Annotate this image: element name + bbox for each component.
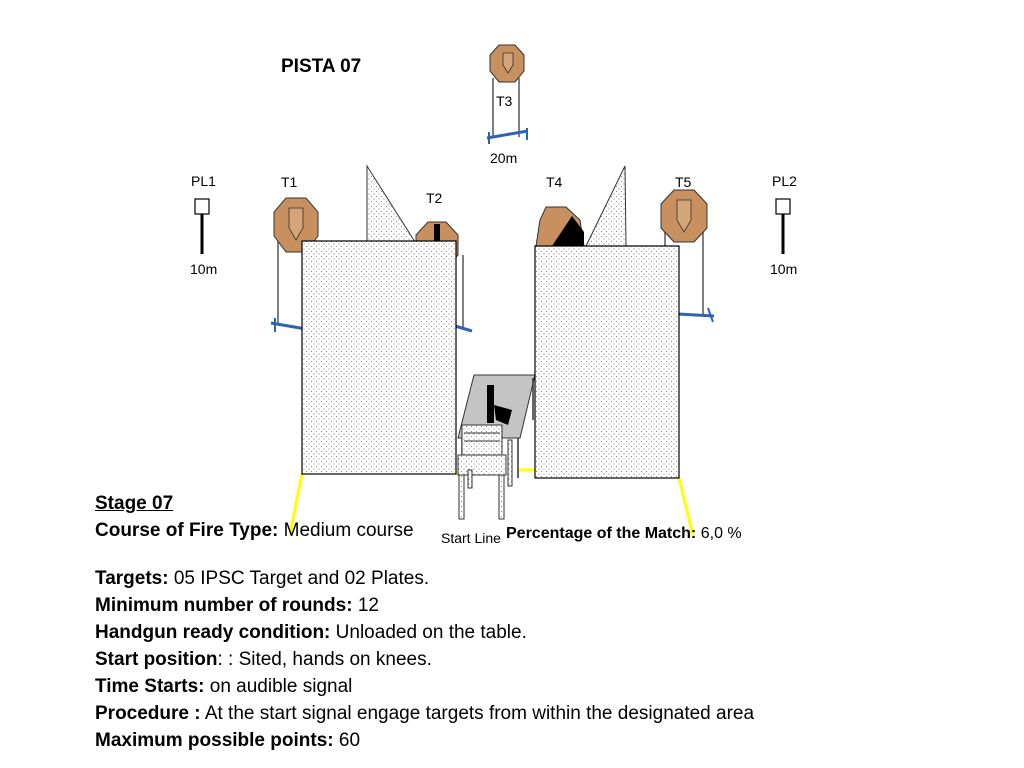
stage-briefing: Stage 07 Course of Fire Type: Medium cou… bbox=[95, 490, 975, 754]
chair bbox=[457, 424, 513, 520]
time-row: Time Starts: on audible signal bbox=[95, 673, 975, 700]
time-label: Time Starts: bbox=[95, 676, 205, 697]
t3-label: T3 bbox=[496, 93, 513, 109]
time-value: on audible signal bbox=[209, 676, 353, 697]
t1-label: T1 bbox=[281, 174, 298, 190]
percentage-value: 6,0 % bbox=[701, 525, 742, 542]
pl2-label: PL2 bbox=[772, 173, 797, 189]
rounds-value: 12 bbox=[357, 595, 379, 616]
right-wall bbox=[534, 245, 680, 479]
target-t3 bbox=[486, 44, 529, 144]
targets-value: 05 IPSC Target and 02 Plates. bbox=[173, 568, 430, 589]
course-label: Course of Fire Type: bbox=[95, 520, 279, 541]
target-t4 bbox=[535, 206, 585, 247]
target-t1 bbox=[270, 197, 319, 332]
t2-label: T2 bbox=[426, 190, 443, 206]
ready-label: Handgun ready condition: bbox=[95, 622, 331, 643]
start-line-label: Start Line bbox=[441, 530, 501, 546]
ready-row: Handgun ready condition: Unloaded on the… bbox=[95, 619, 975, 646]
points-row: Maximum possible points: 60 bbox=[95, 727, 975, 754]
targets-row: Targets: 05 IPSC Target and 02 Plates. bbox=[95, 565, 975, 592]
t4-label: T4 bbox=[546, 174, 563, 190]
targets-label: Targets: bbox=[95, 568, 169, 589]
pl1-label: PL1 bbox=[191, 173, 216, 189]
rounds-row: Minimum number of rounds: 12 bbox=[95, 592, 975, 619]
stage-title: PISTA 07 bbox=[281, 56, 361, 77]
plate-pl2 bbox=[775, 198, 791, 254]
handgun-icon bbox=[487, 385, 512, 425]
percentage-label: Percentage of the Match: bbox=[506, 525, 696, 542]
plate-pl1 bbox=[194, 198, 210, 254]
course-row: Course of Fire Type: Medium course bbox=[95, 517, 975, 544]
stage-diagram: PISTA 07 T3 20m T1 T2 T4 bbox=[190, 44, 797, 546]
gun-table bbox=[457, 374, 536, 478]
pl2-distance: 10m bbox=[770, 261, 797, 277]
course-value: Medium course bbox=[283, 520, 414, 541]
procedure-label: Procedure : bbox=[95, 703, 201, 724]
right-triangle-wall bbox=[585, 165, 627, 247]
start-label: Start position bbox=[95, 649, 218, 670]
points-label: Maximum possible points: bbox=[95, 730, 334, 751]
start-value: : : Sited, hands on knees. bbox=[217, 649, 432, 670]
left-triangle-wall bbox=[366, 164, 416, 243]
t3-distance: 20m bbox=[490, 150, 517, 166]
procedure-row: Procedure : At the start signal engage t… bbox=[95, 700, 975, 727]
rounds-label: Minimum number of rounds: bbox=[95, 595, 353, 616]
t5-label: T5 bbox=[675, 174, 692, 190]
target-t5 bbox=[660, 189, 715, 323]
points-value: 60 bbox=[338, 730, 361, 751]
percentage-of-match: Percentage of the Match: 6,0 % bbox=[506, 525, 742, 542]
ready-value: Unloaded on the table. bbox=[335, 622, 527, 643]
procedure-value: At the start signal engage targets from … bbox=[204, 703, 755, 724]
left-wall bbox=[301, 240, 457, 475]
start-row: Start position: : Sited, hands on knees. bbox=[95, 646, 975, 673]
stage-heading: Stage 07 bbox=[95, 493, 174, 514]
pl1-distance: 10m bbox=[190, 261, 217, 277]
